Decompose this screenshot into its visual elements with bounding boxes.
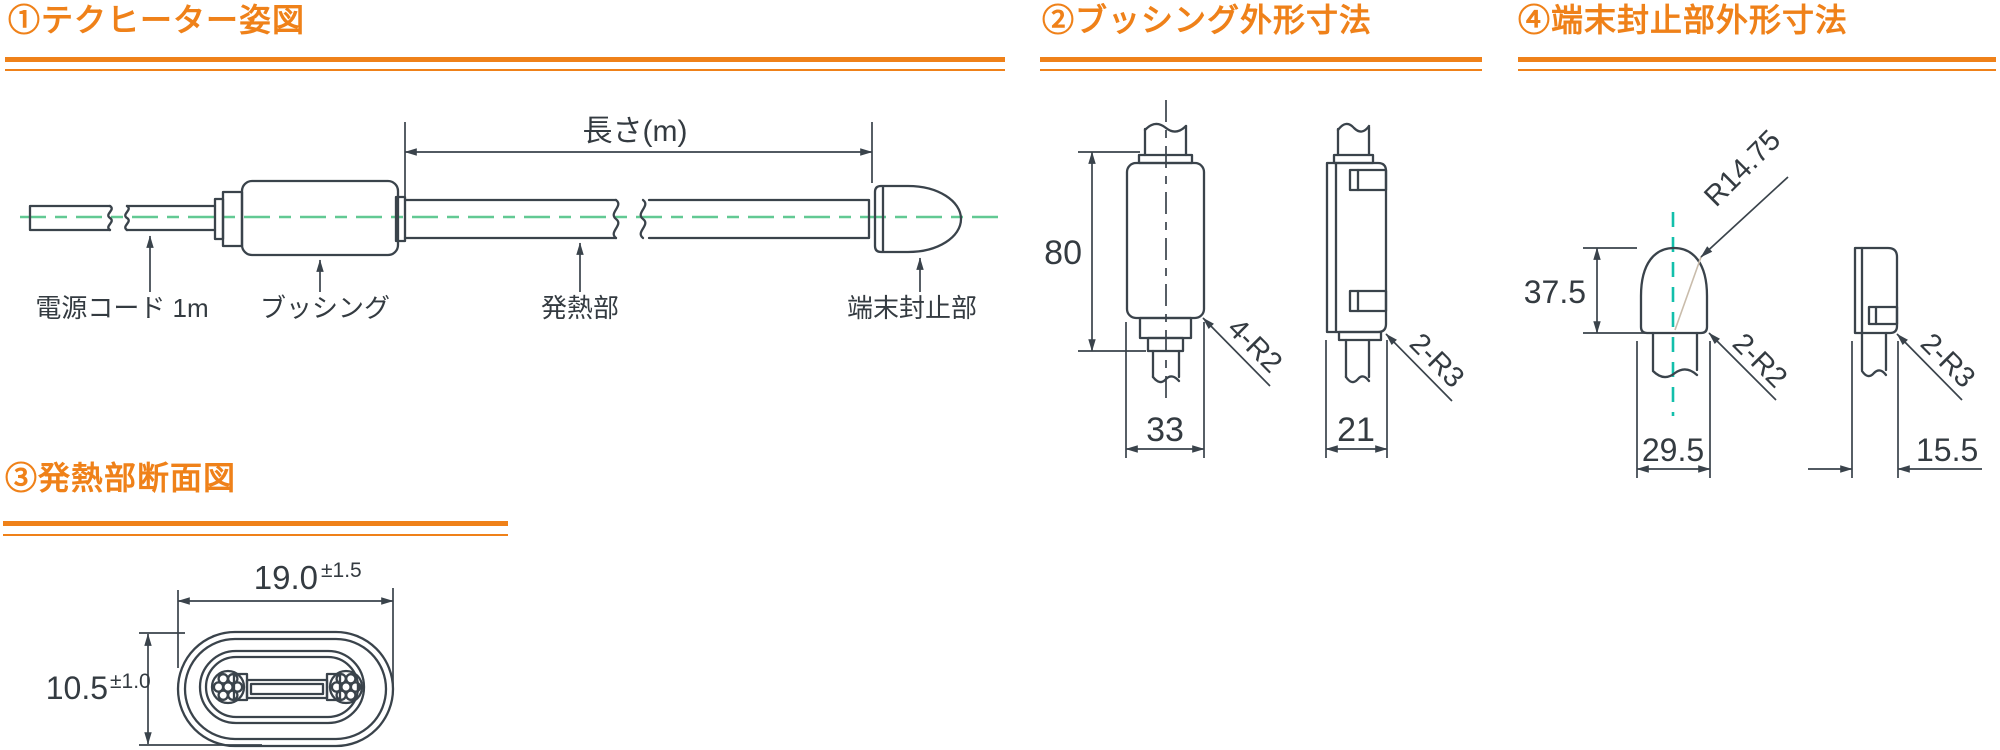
section3-rule-thick <box>3 521 508 526</box>
length-dimension-label: 長さ(m) <box>583 115 688 148</box>
height-10-5-tolerance: ±1.0 <box>110 670 151 693</box>
conductor-left <box>210 669 246 705</box>
heating-label: 発熱部 <box>541 293 619 323</box>
heater-appearance-drawing: 長さ(m) 電源コード 1m ブッシング 発熱部 端末封止部 <box>20 115 1000 323</box>
bushing-dimension-drawing: 80 33 4-R2 21 <box>1044 100 1470 458</box>
length-dimension: 長さ(m) <box>404 115 873 196</box>
side-radius-leader-2r3: 2-R3 <box>1896 327 1981 401</box>
width-21-value: 21 <box>1337 411 1375 449</box>
width-33-value: 33 <box>1146 411 1184 449</box>
heating-element-bar <box>232 672 342 702</box>
section4-rule-thin <box>1518 69 1996 71</box>
dome-radius-leader: R14.75 <box>1698 124 1789 258</box>
width-29-5-value: 29.5 <box>1642 432 1704 468</box>
width-21-dimension: 21 <box>1325 340 1388 458</box>
height-10-5-value: 10.5 <box>46 670 108 706</box>
front-radius-leader: 4-R2 <box>1202 312 1288 387</box>
width-29-5-dimension: 29.5 <box>1636 341 1711 478</box>
height-37-5-dimension: 37.5 <box>1524 247 1648 334</box>
width-19-value: 19.0 <box>254 559 318 596</box>
conductor-right <box>328 669 364 705</box>
dome-radius-value: R14.75 <box>1698 124 1787 213</box>
section4-title: ④端末封止部外形寸法 <box>1518 2 1849 38</box>
section2-rule-thick <box>1040 57 1482 62</box>
width-19-tolerance: ±1.5 <box>321 559 362 582</box>
section1-title: ①テクヒーター姿図 <box>8 2 306 38</box>
section3-title: ③発熱部断面図 <box>5 460 237 496</box>
radius-construction-line <box>1674 256 1702 331</box>
width-15-5-dimension: 15.5 <box>1808 341 1982 478</box>
power-cord-outline <box>28 204 217 232</box>
power-cord-label: 電源コード 1m <box>35 293 208 323</box>
section1-rule-thin <box>5 69 1005 71</box>
end-seal-dimension-drawing: R14.75 37.5 2-R2 29.5 2-R3 <box>1524 124 1982 478</box>
width-19-dimension: 19.0 ±1.5 <box>177 559 394 692</box>
width-15-5-value: 15.5 <box>1916 432 1978 468</box>
front-radius-leader-2r2: 2-R2 <box>1708 327 1793 401</box>
bushing-front-view <box>1125 122 1206 384</box>
section2-rule-thin <box>1040 69 1482 71</box>
cross-section-drawing: 19.0 ±1.5 10.5 ±1.0 <box>46 559 395 748</box>
height-37-5-value: 37.5 <box>1524 274 1586 310</box>
height-10-5-dimension: 10.5 ±1.0 <box>46 632 262 746</box>
end-seal-side-view <box>1853 246 1899 378</box>
sheath-outline <box>176 630 395 748</box>
bushing-outline <box>213 179 407 257</box>
bushing-label: ブッシング <box>260 293 390 323</box>
height-80-dimension: 80 <box>1044 151 1146 352</box>
side-radius-leader: 2-R3 <box>1385 327 1470 402</box>
section1-rule-thick <box>5 57 1005 62</box>
section3-rule-thin <box>3 534 508 536</box>
width-33-dimension: 33 <box>1125 322 1205 458</box>
bushing-side-view <box>1325 122 1388 384</box>
end-seal-outline <box>873 184 963 254</box>
section2-title: ②ブッシング外形寸法 <box>1042 2 1373 38</box>
section4-rule-thick <box>1518 57 1996 62</box>
height-80-value: 80 <box>1044 234 1082 272</box>
end-seal-label: 端末封止部 <box>847 293 977 323</box>
part-callouts: 電源コード 1m ブッシング 発熱部 端末封止部 <box>35 235 977 323</box>
heating-tube-outline <box>403 198 871 240</box>
